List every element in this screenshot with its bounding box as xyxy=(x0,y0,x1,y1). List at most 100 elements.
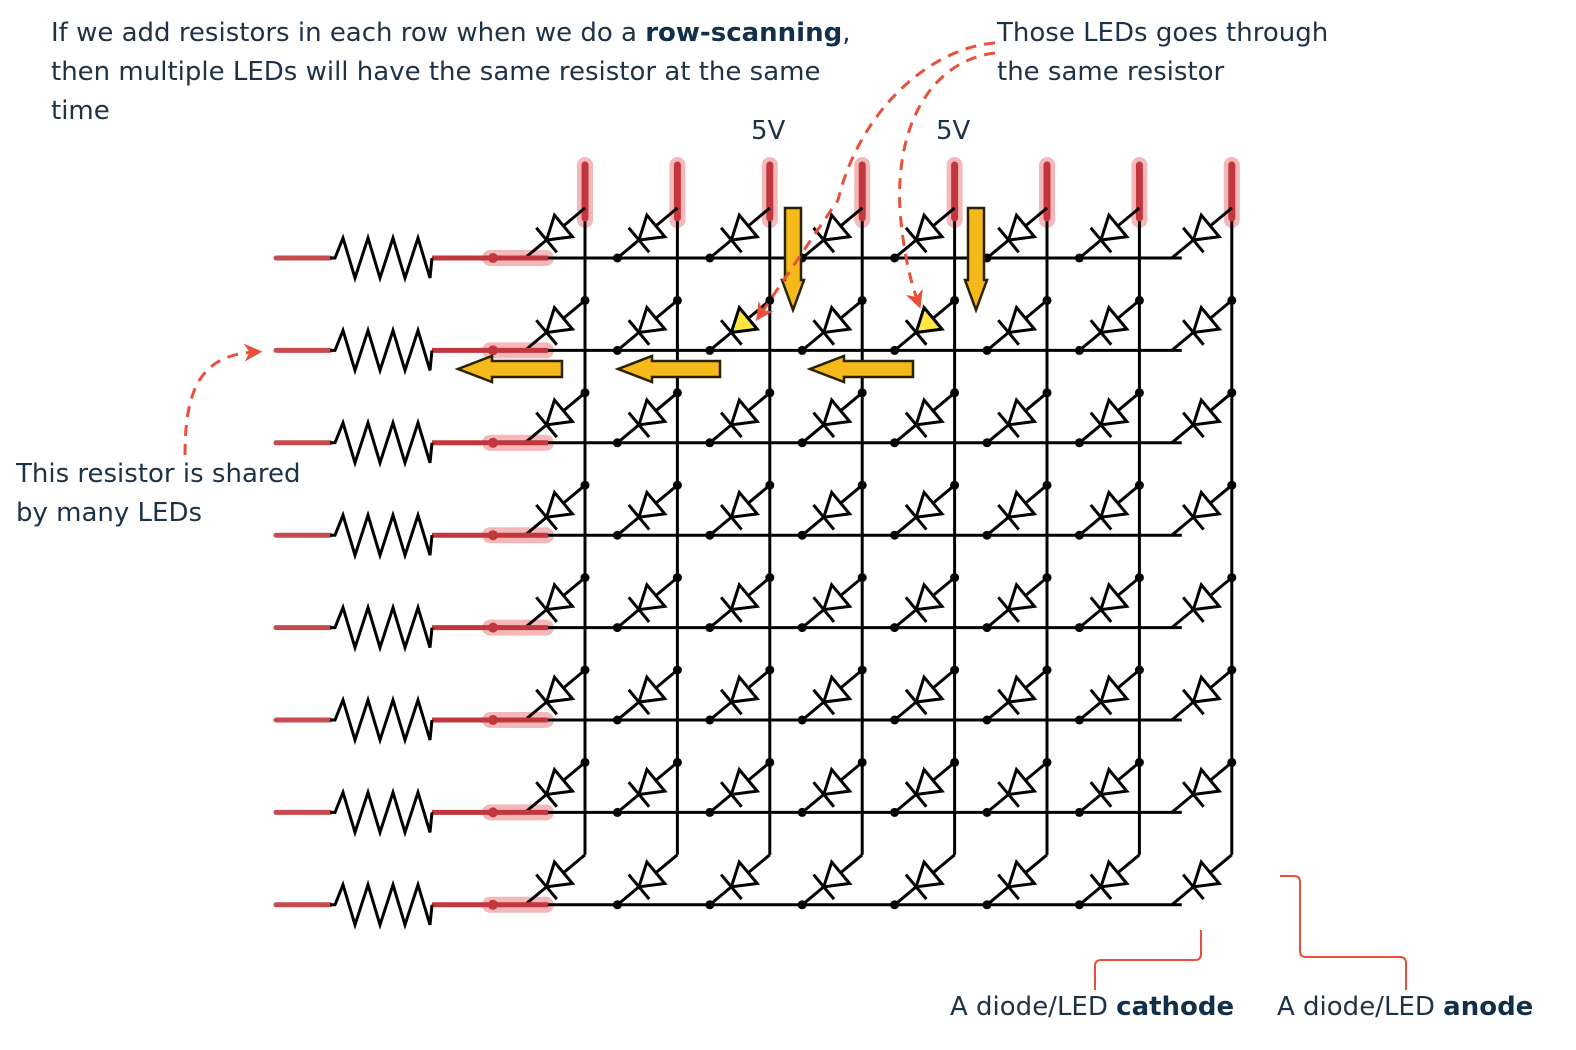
row-junction-dot xyxy=(488,253,498,263)
led-3-0 xyxy=(524,484,586,537)
led-0-6 xyxy=(1078,206,1141,260)
led-cathode-bar xyxy=(1181,503,1205,531)
led-2-0 xyxy=(524,391,586,444)
led-triangle xyxy=(544,212,576,242)
led-cathode-bar xyxy=(535,411,558,439)
diode-symbol xyxy=(812,581,853,623)
led-triangle xyxy=(1098,396,1130,427)
led-triangle xyxy=(914,489,945,520)
led-cathode-bar xyxy=(904,873,928,901)
led-cathode-bar xyxy=(719,226,743,254)
led-cathode-bar xyxy=(997,688,1020,716)
resistor-zigzag xyxy=(330,602,434,653)
led-3-2 xyxy=(708,484,771,537)
diode-symbol xyxy=(812,212,853,254)
led-cathode-bar xyxy=(997,411,1020,439)
led-cathode-bar xyxy=(904,688,928,716)
led-5-1 xyxy=(616,668,679,722)
diode-symbol xyxy=(904,396,945,439)
led-4-2 xyxy=(708,576,771,629)
led-cathode-bar xyxy=(904,319,928,346)
diode-symbol xyxy=(904,581,945,623)
diode-symbol xyxy=(1181,489,1223,531)
led-triangle xyxy=(544,581,576,612)
led-cathode-bar xyxy=(997,781,1020,808)
led-0-4 xyxy=(893,206,956,260)
diode-symbol xyxy=(997,396,1038,439)
led-triangle xyxy=(1191,766,1223,797)
led-triangle xyxy=(1191,396,1223,427)
led-triangle xyxy=(1098,304,1130,335)
led-2-7 xyxy=(1170,391,1233,444)
led-triangle xyxy=(1006,674,1038,704)
led-triangle xyxy=(914,858,945,889)
led-0-5 xyxy=(986,206,1048,260)
led-cathode-bar xyxy=(904,503,928,531)
shared-resistor-callout-arrow xyxy=(183,343,263,456)
led-3-3 xyxy=(801,484,864,537)
diode-symbol xyxy=(812,396,853,439)
led-4-6 xyxy=(1078,576,1141,629)
led-cathode-bar xyxy=(997,596,1020,623)
led-triangle xyxy=(636,396,668,427)
led-triangle xyxy=(1006,581,1038,612)
led-cathode-bar xyxy=(997,503,1020,531)
led-cathode-bar xyxy=(1181,319,1205,346)
led-triangle xyxy=(1098,212,1130,242)
led-6-4 xyxy=(893,761,956,814)
led-triangle xyxy=(544,396,576,427)
led-cathode-bar xyxy=(812,596,836,623)
diode-symbol xyxy=(719,581,761,623)
diode-symbol xyxy=(812,304,853,346)
diode-symbol xyxy=(1181,674,1223,716)
row-junction-dot xyxy=(488,715,498,725)
led-2-2 xyxy=(708,391,771,444)
led-cathode-bar xyxy=(627,411,651,439)
led-cathode-bar xyxy=(1181,226,1205,254)
led-triangle xyxy=(1191,212,1223,242)
led-cathode-bar xyxy=(997,873,1020,901)
led-cathode-bar xyxy=(719,596,743,623)
diode-symbol xyxy=(1181,766,1223,808)
led-0-3 xyxy=(801,206,864,260)
led-triangle xyxy=(729,212,761,242)
led-triangle xyxy=(636,304,668,335)
led-1-0 xyxy=(524,299,586,352)
diode-symbol xyxy=(997,304,1038,346)
row-junction-dot xyxy=(488,530,498,541)
current-arrow-left xyxy=(806,354,915,384)
led-4-7 xyxy=(1170,576,1233,629)
led-cathode-bar xyxy=(997,319,1020,346)
led-triangle xyxy=(821,674,853,704)
led-cathode-bar xyxy=(1089,596,1113,623)
diode-symbol xyxy=(1181,396,1223,439)
led-5-0 xyxy=(524,668,586,722)
current-arrow-down xyxy=(963,206,989,314)
resistor-zigzag xyxy=(330,232,434,284)
led-1-1 xyxy=(616,299,679,352)
diode-symbol xyxy=(627,766,668,808)
led-triangle xyxy=(1006,212,1038,242)
led-triangle xyxy=(729,858,761,889)
led-6-7 xyxy=(1170,761,1233,814)
led-cathode-bar xyxy=(1181,873,1205,901)
led-5-2 xyxy=(708,668,771,722)
diode-symbol xyxy=(1089,489,1130,531)
led-2-1 xyxy=(616,391,679,444)
led-grid xyxy=(524,206,1233,906)
diode-symbol xyxy=(1089,304,1130,346)
top-right-annotation: Those LEDs goes through the same resisto… xyxy=(997,18,1329,87)
led-cathode-bar xyxy=(627,781,651,808)
led-cathode-bar xyxy=(1089,319,1113,346)
led-triangle xyxy=(914,766,945,797)
led-7-1 xyxy=(616,853,679,906)
led-cathode-bar xyxy=(627,596,651,623)
led-triangle xyxy=(1191,581,1223,612)
led-4-0 xyxy=(524,576,586,629)
left-annotation: This resistor is shared by many LEDs xyxy=(16,459,301,528)
led-0-7 xyxy=(1170,206,1233,260)
diode-symbol xyxy=(719,304,761,346)
led-0-2 xyxy=(708,206,771,260)
led-7-5 xyxy=(986,853,1048,906)
